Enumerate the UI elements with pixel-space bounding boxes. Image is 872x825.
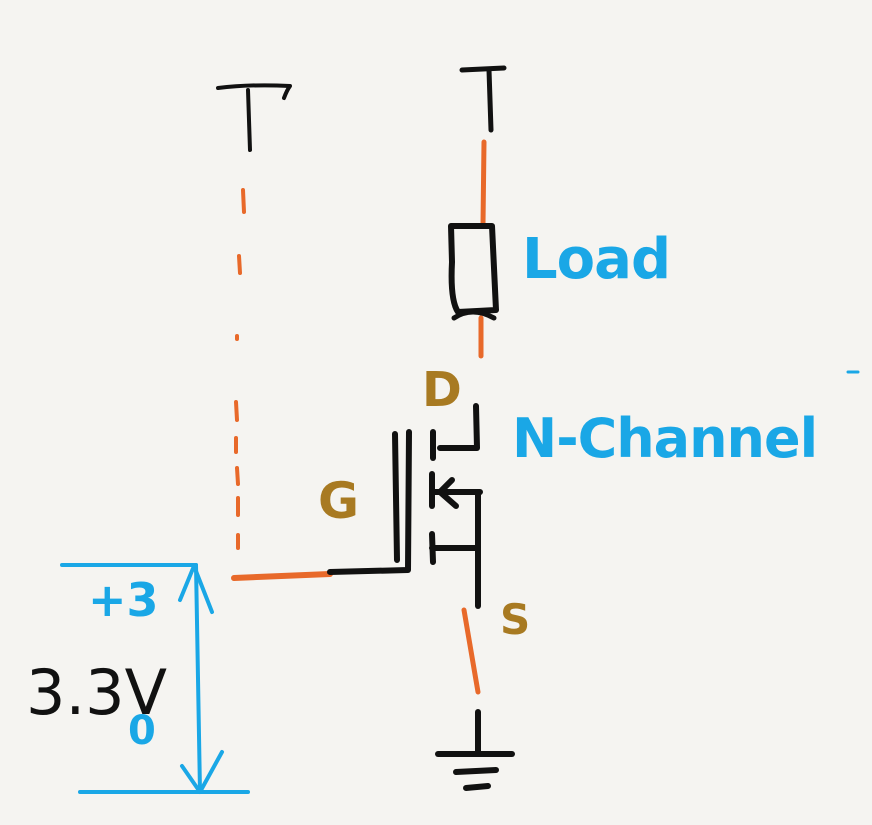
source-label: S [500, 595, 530, 644]
left-rail-symbol [216, 83, 292, 152]
gate-input-wire [231, 571, 333, 581]
drain-label: D [422, 362, 462, 418]
voltage-annotation [60, 563, 250, 794]
ground-icon [435, 709, 515, 791]
supply-wire [480, 139, 487, 227]
source-wire [461, 607, 481, 695]
gate-dashed-wire [234, 188, 246, 550]
logic-low-label: 0 [128, 708, 156, 754]
mosfet-symbol [392, 403, 483, 609]
channel-label: N-Channel [512, 407, 817, 470]
right-rail-symbol [459, 65, 507, 133]
gate-lead [327, 429, 412, 575]
logic-high-label: +3 [88, 573, 159, 627]
load-resistor [448, 223, 499, 315]
resistor-bottom-arc [451, 309, 497, 321]
load-label: Load [522, 227, 670, 292]
gate-label: G [318, 472, 359, 530]
voltage-label: 3.3V [26, 656, 167, 729]
